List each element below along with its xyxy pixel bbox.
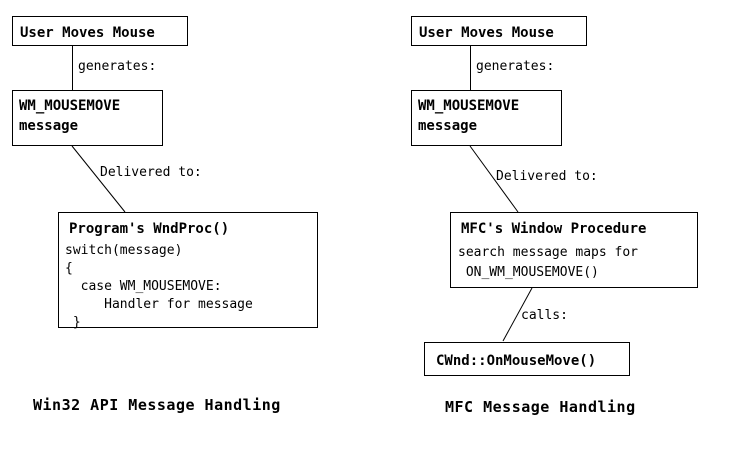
left-generates-label: generates: [78, 59, 157, 74]
left-message-box: WM_MOUSEMOVE message [12, 90, 163, 146]
right-delivered-label: Delivered to: [496, 169, 598, 184]
left-handler-code-line-3: case WM_MOUSEMOVE: [65, 279, 222, 294]
right-flow-caption: MFC Message Handling [445, 398, 636, 416]
left-handler-code-line-2: { [65, 261, 73, 276]
left-handler-code-line-5: } [65, 315, 81, 330]
right-procedure-box: MFC's Window Procedure search message ma… [450, 212, 698, 288]
right-handler-call-box: CWnd::OnMouseMove() [424, 342, 630, 376]
right-procedure-title: MFC's Window Procedure [461, 221, 647, 237]
right-generates-label: generates: [476, 59, 555, 74]
left-user-action-box: User Moves Mouse [12, 16, 188, 46]
right-user-action-box: User Moves Mouse [411, 16, 587, 46]
left-handler-box: Program's WndProc() switch(message) { ca… [58, 212, 318, 330]
right-calls-label: calls: [521, 308, 568, 323]
left-user-action-label: User Moves Mouse [20, 25, 155, 41]
right-procedure-line-2: ON_WM_MOUSEMOVE() [458, 265, 599, 280]
left-message-title: WM_MOUSEMOVE [19, 98, 121, 114]
left-handler-code-line-1: switch(message) [65, 243, 183, 258]
right-handler-call-label: CWnd::OnMouseMove() [436, 353, 597, 369]
right-message-subtitle: message [418, 118, 478, 134]
right-procedure-line-1: search message maps for [458, 245, 639, 260]
left-delivered-label: Delivered to: [100, 165, 202, 180]
left-flow-caption: Win32 API Message Handling [33, 396, 281, 414]
right-message-box: WM_MOUSEMOVE message [411, 90, 562, 146]
left-handler-title: Program's WndProc() [69, 221, 230, 237]
right-message-title: WM_MOUSEMOVE [418, 98, 520, 114]
left-message-subtitle: message [19, 118, 79, 134]
left-handler-code-line-4: Handler for message [65, 297, 253, 312]
right-user-action-label: User Moves Mouse [419, 25, 554, 41]
